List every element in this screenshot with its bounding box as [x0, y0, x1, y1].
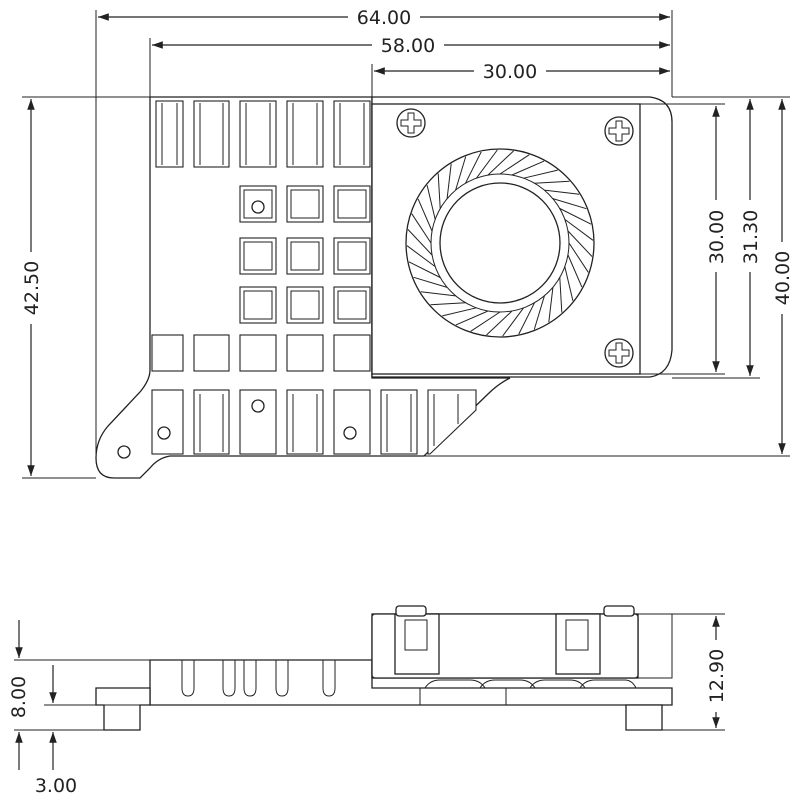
- fan-blade: [564, 218, 594, 241]
- fan-blade: [475, 149, 498, 179]
- pin-grid: [239, 185, 371, 324]
- fan-blade: [437, 173, 441, 209]
- fan-blade: [564, 266, 574, 301]
- dim-body-width: 58.00: [381, 35, 435, 57]
- fan-blade: [406, 245, 436, 268]
- dim-overall-width: 64.00: [357, 7, 411, 29]
- fan-blade: [567, 254, 583, 288]
- fan-blade: [502, 307, 525, 337]
- fan-blade: [446, 163, 452, 199]
- fan-blade: [534, 180, 570, 184]
- fan-hub: [439, 182, 561, 304]
- fan-blade: [559, 208, 592, 225]
- fan-blade: [455, 156, 467, 191]
- fan-blade: [470, 311, 501, 332]
- side-right-foot: [625, 704, 663, 731]
- fan-screws: [396, 108, 634, 368]
- fan-blade: [486, 310, 513, 336]
- fan-blade: [487, 150, 514, 176]
- fan-blade: [465, 151, 482, 184]
- fan-blade: [533, 295, 545, 330]
- fan-blade: [518, 302, 535, 335]
- fan-blade: [408, 261, 441, 278]
- fin-row-top: [155, 100, 371, 168]
- side-clips: [394, 605, 635, 675]
- fan-blade: [442, 307, 477, 317]
- fan-blades: [406, 149, 594, 337]
- dim-fan-width: 30.00: [483, 61, 537, 83]
- side-bumps: [419, 679, 637, 705]
- fan-blade: [430, 302, 466, 306]
- dim-fan-housing-height: 31.30: [740, 210, 762, 264]
- fan-blade: [544, 189, 580, 195]
- fan-blade: [567, 230, 593, 257]
- dim-body-height: 40.00: [772, 251, 794, 305]
- fin-row-middle: [151, 334, 371, 372]
- fan-blade: [511, 160, 545, 176]
- fan-blade: [523, 169, 558, 179]
- top-view: 64.00 58.00 30.00 42.50 30.00 31.30 40.0…: [20, 6, 794, 479]
- dim-fan-height: 30.00: [706, 210, 728, 264]
- fan-blade: [568, 242, 589, 273]
- fan-blade: [411, 213, 432, 244]
- dim-side-height: 8.00: [8, 676, 30, 718]
- fan-blade: [455, 310, 489, 326]
- fan-blade: [552, 198, 587, 210]
- fan-blade: [499, 154, 530, 175]
- fan-blade: [413, 276, 448, 288]
- side-fins: [150, 659, 370, 697]
- dim-standoff-height: 3.00: [35, 775, 77, 797]
- side-left-foot: [95, 687, 151, 731]
- dim-total-height: 12.90: [706, 649, 728, 703]
- fan-blade: [420, 291, 456, 297]
- fan-blade: [548, 287, 554, 323]
- fan-blade: [407, 229, 433, 256]
- fin-row-bottom: [151, 389, 477, 455]
- side-view: 8.00 3.00 12.90: [4, 605, 728, 797]
- dim-overall-height: 42.50: [21, 261, 43, 315]
- fan-blade: [426, 185, 436, 220]
- fan-blade: [417, 198, 433, 232]
- fan-blade: [559, 277, 563, 313]
